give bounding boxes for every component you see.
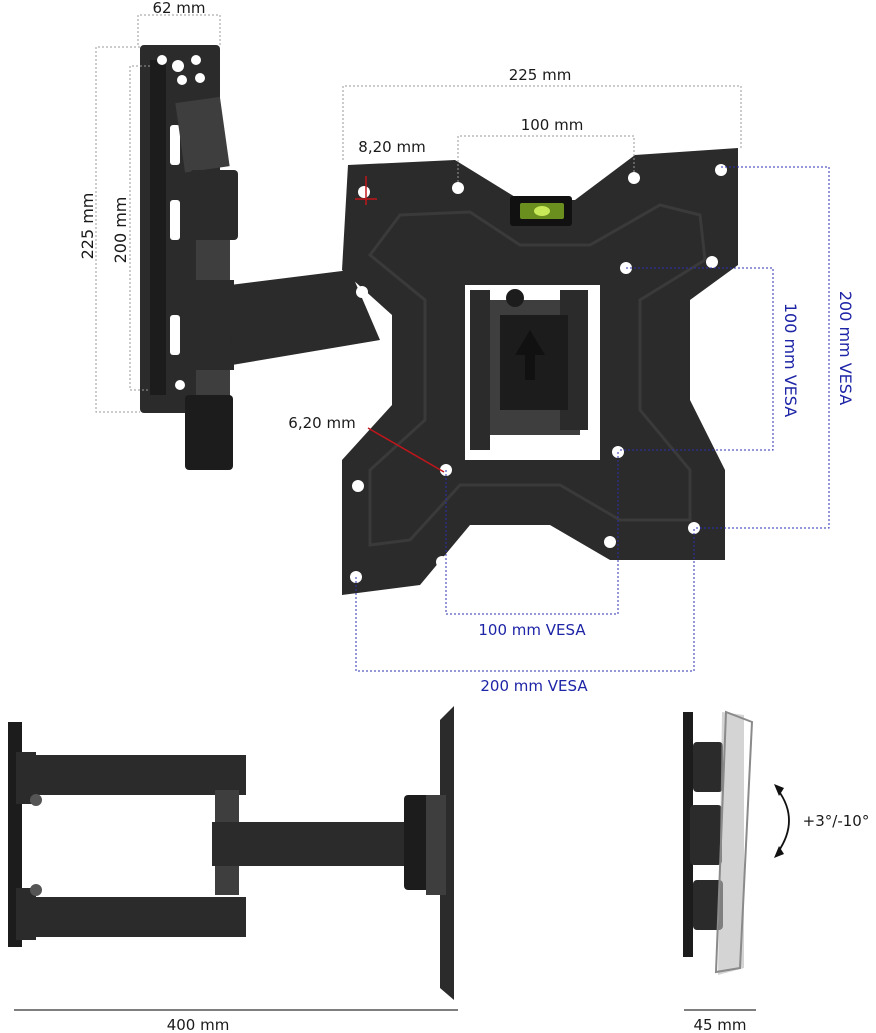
tv-plate-width-label: 225 mm	[509, 66, 572, 84]
vesa-100-vertical-label: 100 mm VESA	[781, 303, 800, 417]
hole-offset-label: 8,20 mm	[358, 138, 425, 156]
vesa-100-horizontal-label: 100 mm VESA	[478, 621, 586, 639]
vesa-200-vertical-label: 200 mm VESA	[836, 291, 855, 405]
tv-plate-holes	[350, 164, 727, 583]
wall-plate-height-inner-label: 200 mm	[111, 197, 130, 264]
tilt-arrow	[777, 789, 790, 853]
side-view-compact	[683, 710, 754, 975]
arm-joint-column	[175, 96, 238, 470]
wall-plate-height-outer-label: 225 mm	[78, 193, 97, 260]
tv-plate-inner-width-label: 100 mm	[521, 116, 584, 134]
gray-dimension-lines	[95, 14, 742, 413]
vesa-dimension-lines	[355, 166, 830, 672]
vesa-200-horizontal-label: 200 mm VESA	[480, 677, 588, 695]
hole-diameter-label: 6,20 mm	[288, 414, 355, 432]
wall-plate-width-label: 62 mm	[152, 0, 205, 17]
hole-size-markers	[355, 176, 445, 473]
spirit-level	[510, 196, 572, 226]
arm-extension	[230, 270, 380, 365]
min-depth-label: 45 mm	[693, 1016, 746, 1033]
tilt-range-label: +3°/-10°	[803, 812, 870, 830]
side-view-extended	[8, 706, 454, 1000]
tv-plate	[342, 148, 738, 595]
max-extension-label: 400 mm	[167, 1016, 230, 1033]
